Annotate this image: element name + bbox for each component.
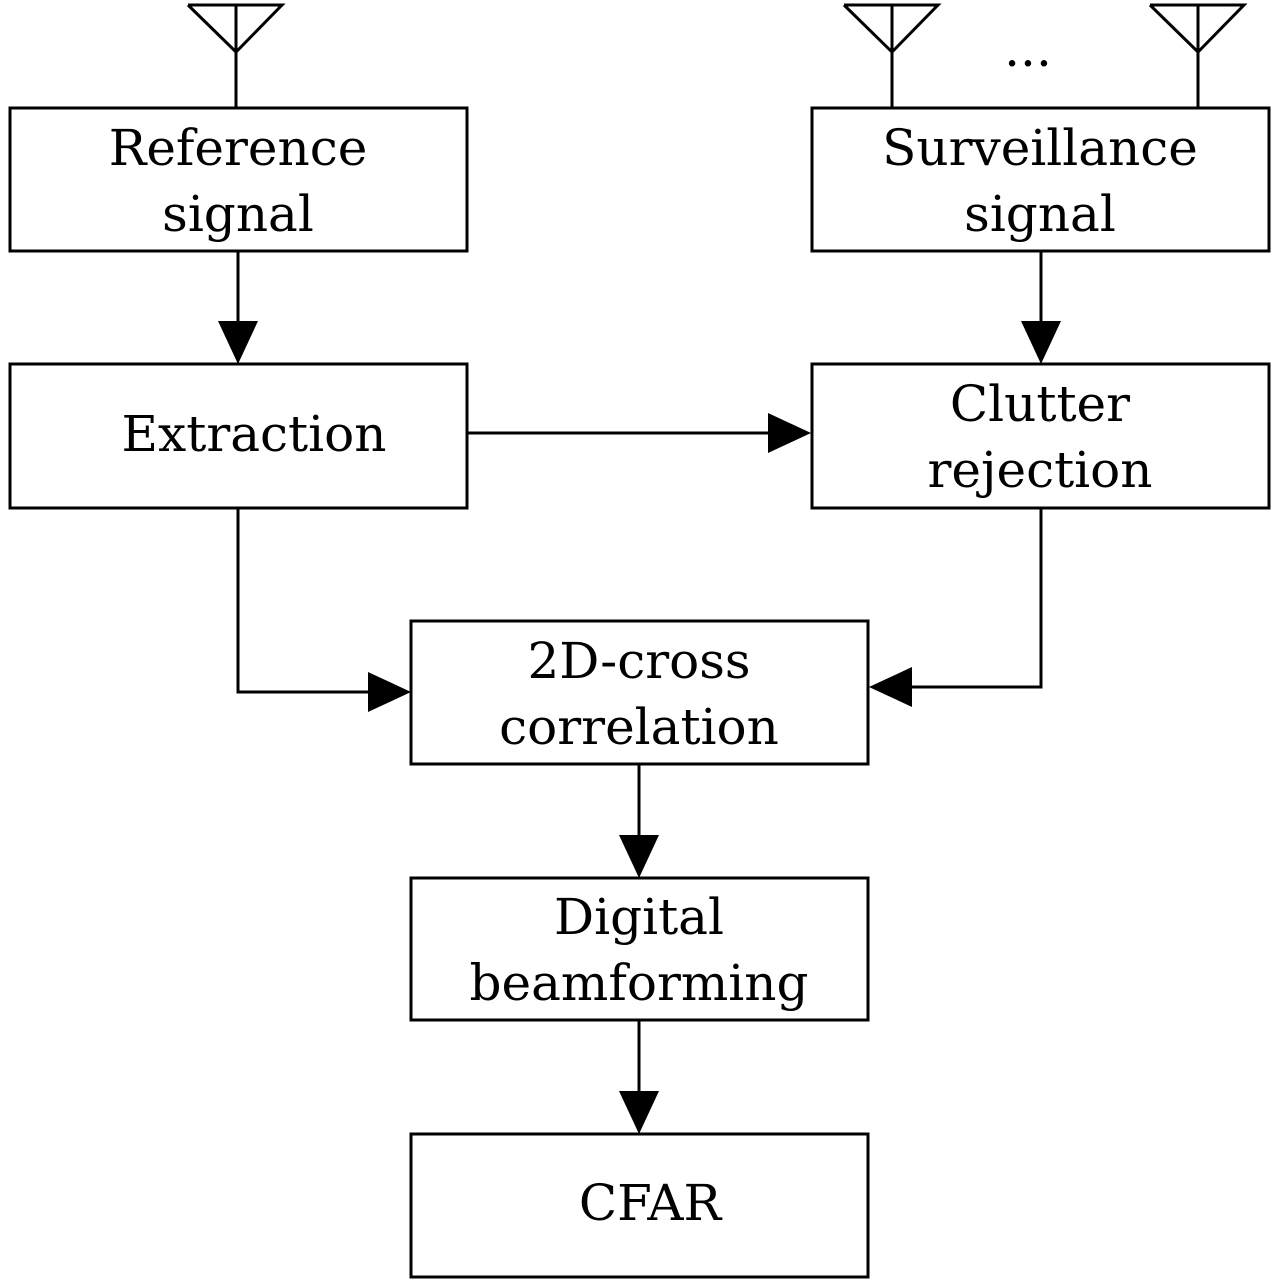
clutter-rejection-label-line2: rejection: [928, 441, 1153, 499]
surveillance-antenna-2-icon: [1148, 3, 1248, 108]
connection-cross-correlation-to-beamforming: [619, 764, 659, 878]
digital-beamforming-label-line1: Digital: [554, 888, 724, 946]
cross-correlation-label-line2: correlation: [499, 698, 779, 756]
connection-clutter-to-cross-correlation: [869, 508, 1043, 707]
surveillance-signal-block: Surveillance signal: [810, 106, 1271, 253]
extraction-label: Extraction: [122, 405, 387, 463]
cfar-block: CFAR: [409, 1132, 870, 1279]
reference-signal-label-line2: signal: [162, 185, 314, 243]
digital-beamforming-block: Digital beamforming: [409, 876, 870, 1022]
cfar-label: CFAR: [579, 1174, 723, 1232]
connection-extraction-to-cross-correlation: [236, 508, 411, 712]
reference-antenna-icon: [186, 3, 286, 108]
connection-extraction-to-clutter: [467, 413, 811, 453]
reference-signal-label-line1: Reference: [109, 119, 368, 177]
antenna-ellipsis: ...: [1004, 20, 1052, 78]
cross-correlation-block: 2D-cross correlation: [409, 619, 870, 766]
connection-beamforming-to-cfar: [619, 1020, 659, 1134]
clutter-rejection-label-line1: Clutter: [950, 375, 1130, 433]
surveillance-antenna-1-icon: [842, 3, 942, 108]
connection-surveillance-to-clutter: [1021, 251, 1061, 364]
reference-signal-block: Reference signal: [8, 106, 469, 253]
clutter-rejection-block: Clutter rejection: [810, 362, 1271, 510]
connection-reference-to-extraction: [218, 251, 258, 364]
cross-correlation-label-line1: 2D-cross: [527, 632, 750, 690]
digital-beamforming-label-line2: beamforming: [470, 954, 809, 1012]
surveillance-signal-label-line2: signal: [964, 185, 1116, 243]
extraction-block: Extraction: [8, 362, 469, 510]
surveillance-signal-label-line1: Surveillance: [882, 119, 1198, 177]
